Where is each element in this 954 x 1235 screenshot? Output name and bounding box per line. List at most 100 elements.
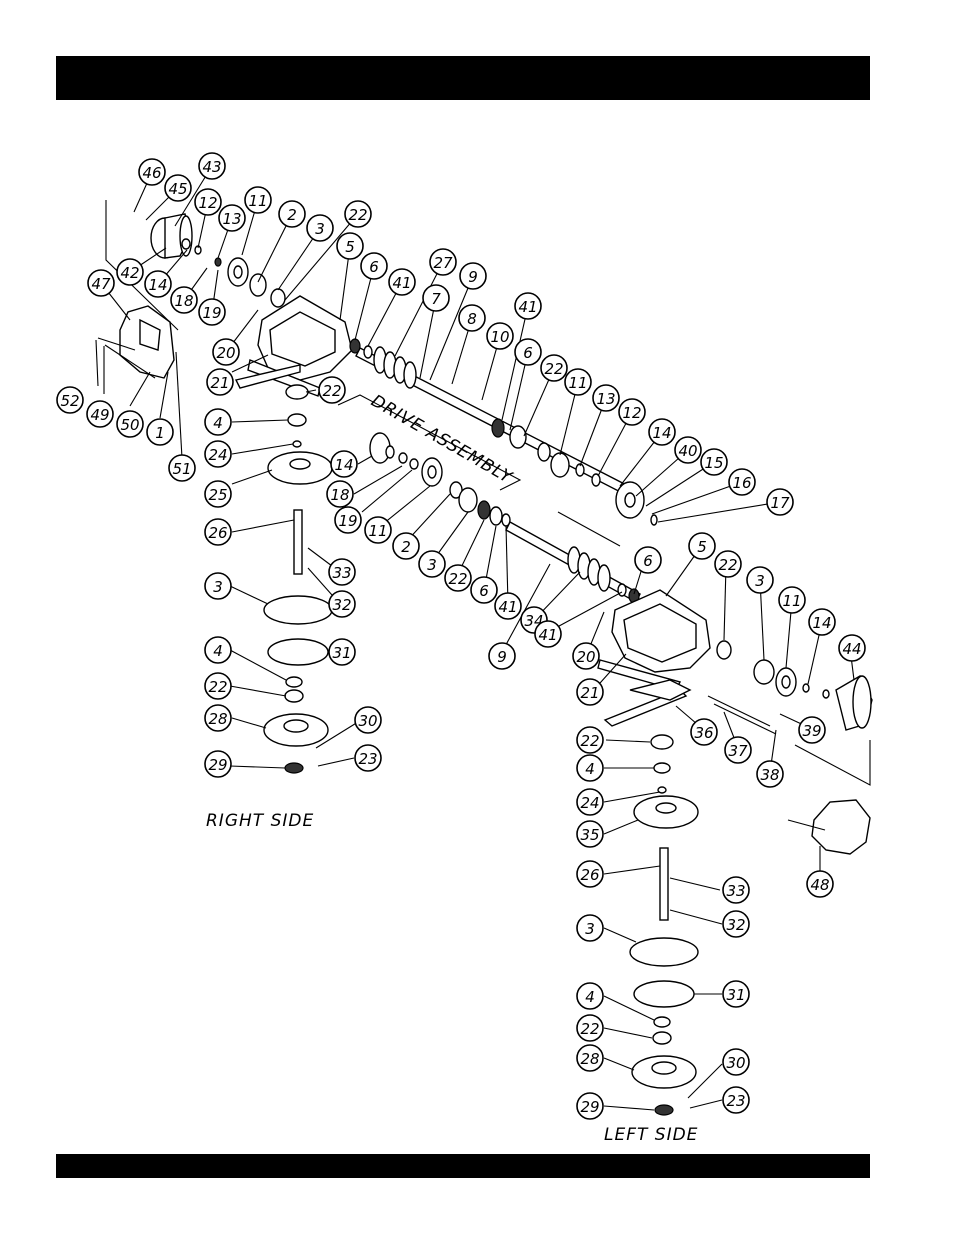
callout-28: 28 bbox=[576, 1044, 604, 1072]
callout-22: 22 bbox=[204, 672, 232, 700]
callout-circle bbox=[218, 204, 246, 232]
callout-3: 3 bbox=[746, 566, 774, 594]
callout-circle bbox=[722, 876, 750, 904]
callout-circle bbox=[170, 286, 198, 314]
callout-circle bbox=[724, 736, 752, 764]
callout-number: 40 bbox=[678, 442, 697, 460]
callout-33: 33 bbox=[722, 876, 750, 904]
callout-number: 31 bbox=[332, 644, 351, 662]
callout-number: 19 bbox=[202, 304, 221, 322]
part-drawings bbox=[97, 200, 873, 1116]
callout-28: 28 bbox=[204, 704, 232, 732]
callout-circle bbox=[86, 400, 114, 428]
callout-number: 11 bbox=[368, 522, 387, 540]
callout-circle bbox=[576, 1092, 604, 1120]
callout-31: 31 bbox=[328, 638, 356, 666]
callout-number: 24 bbox=[208, 446, 227, 464]
callout-circle bbox=[328, 558, 356, 586]
callout-circle bbox=[564, 368, 592, 396]
callout-11: 11 bbox=[778, 586, 806, 614]
callout-number: 22 bbox=[348, 206, 367, 224]
callout-number: 31 bbox=[726, 986, 745, 1004]
callout-number: 14 bbox=[148, 276, 167, 294]
callout-circle bbox=[328, 590, 356, 618]
callout-circle bbox=[204, 408, 232, 436]
callout-7: 7 bbox=[422, 284, 450, 312]
callout-number: 49 bbox=[90, 406, 109, 424]
callout-number: 25 bbox=[208, 486, 227, 504]
callout-number: 28 bbox=[208, 710, 227, 728]
callout-circle bbox=[486, 322, 514, 350]
callout-30: 30 bbox=[354, 706, 382, 734]
left-guard bbox=[811, 799, 871, 855]
callout-42: 42 bbox=[116, 258, 144, 286]
callout-32: 32 bbox=[328, 590, 356, 618]
callout-12: 12 bbox=[618, 398, 646, 426]
callout-17: 17 bbox=[766, 488, 794, 516]
right-side-stack bbox=[263, 384, 333, 774]
callout-22: 22 bbox=[444, 564, 472, 592]
callout-number: 2 bbox=[401, 538, 411, 556]
callout-number: 32 bbox=[332, 596, 351, 614]
callout-number: 29 bbox=[208, 756, 227, 774]
callout-number: 22 bbox=[322, 382, 341, 400]
callout-26: 26 bbox=[204, 518, 232, 546]
callout-circle bbox=[318, 376, 346, 404]
callout-33: 33 bbox=[328, 558, 356, 586]
callout-circle bbox=[688, 532, 716, 560]
callout-circle bbox=[278, 200, 306, 228]
callout-number: 43 bbox=[202, 158, 221, 176]
callout-13: 13 bbox=[218, 204, 246, 232]
callout-circle bbox=[204, 636, 232, 664]
callout-circle bbox=[56, 386, 84, 414]
callout-number: 5 bbox=[697, 538, 707, 556]
footer-bar bbox=[56, 1154, 870, 1178]
callout-36: 36 bbox=[690, 718, 718, 746]
callout-circle bbox=[138, 158, 166, 186]
callout-circle bbox=[204, 518, 232, 546]
callout-circle bbox=[206, 368, 234, 396]
right-gasket bbox=[263, 595, 333, 625]
callout-circle bbox=[746, 566, 774, 594]
callout-5: 5 bbox=[688, 532, 716, 560]
callout-number: 5 bbox=[345, 238, 355, 256]
callout-circle bbox=[336, 232, 364, 260]
callout-14: 14 bbox=[808, 608, 836, 636]
left-output-shaft bbox=[659, 847, 669, 921]
callout-14: 14 bbox=[330, 450, 358, 478]
callout-circle bbox=[514, 292, 542, 320]
callout-number: 11 bbox=[248, 192, 267, 210]
callout-number: 22 bbox=[544, 360, 563, 378]
left-side-caption: LEFT SIDE bbox=[604, 1125, 698, 1145]
callout-number: 39 bbox=[802, 722, 821, 740]
callout-circle bbox=[354, 744, 382, 772]
callout-13: 13 bbox=[592, 384, 620, 412]
callout-39: 39 bbox=[798, 716, 826, 744]
callout-35: 35 bbox=[576, 820, 604, 848]
callout-circle bbox=[838, 634, 866, 662]
callout-number: 4 bbox=[585, 760, 595, 778]
callout-48: 48 bbox=[806, 870, 834, 898]
callout-circle bbox=[808, 608, 836, 636]
callout-number: 47 bbox=[91, 275, 111, 293]
callout-number: 22 bbox=[580, 1020, 599, 1038]
callout-circle bbox=[576, 1044, 604, 1072]
callout-number: 22 bbox=[580, 732, 599, 750]
callout-circle bbox=[690, 718, 718, 746]
callout-6: 6 bbox=[634, 546, 662, 574]
upper-worm-gear bbox=[373, 346, 417, 389]
callout-number: 45 bbox=[168, 180, 187, 198]
callout-25: 25 bbox=[204, 480, 232, 508]
callout-number: 29 bbox=[580, 1098, 599, 1116]
callout-number: 14 bbox=[334, 456, 353, 474]
callout-22: 22 bbox=[540, 354, 568, 382]
callout-number: 46 bbox=[142, 164, 161, 182]
left-side-stack bbox=[629, 734, 699, 1116]
callout-41: 41 bbox=[388, 268, 416, 296]
callout-circle bbox=[334, 506, 362, 534]
callout-number: 37 bbox=[728, 742, 748, 760]
callout-6: 6 bbox=[470, 576, 498, 604]
callout-number: 3 bbox=[315, 220, 325, 238]
callout-6: 6 bbox=[360, 252, 388, 280]
